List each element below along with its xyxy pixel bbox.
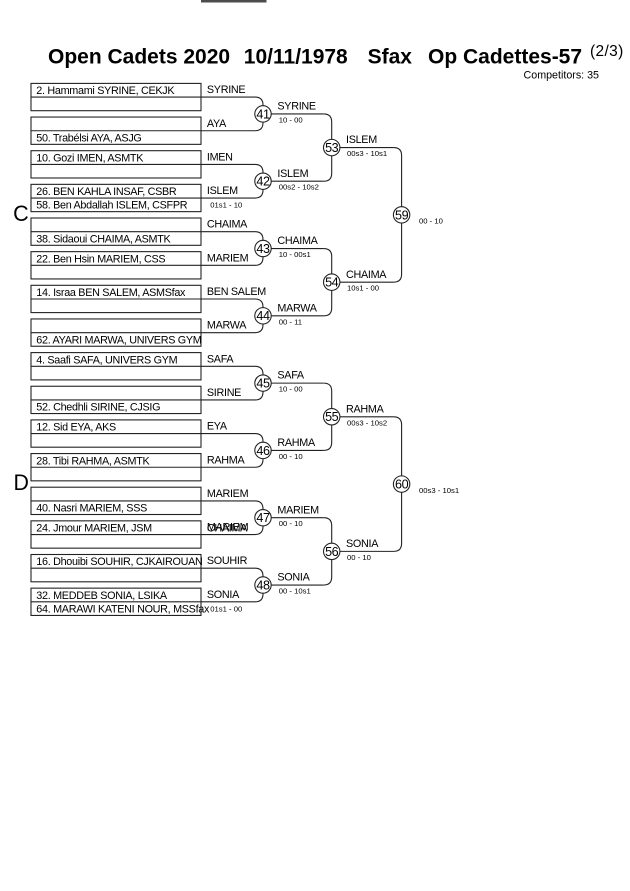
svg-text:12. Sid EYA, AKS: 12. Sid EYA, AKS (36, 422, 116, 434)
svg-text:BEN SALEM: BEN SALEM (207, 286, 266, 298)
svg-text:56: 56 (325, 545, 339, 559)
svg-text:22. Ben Hsin MARIEM, CSS: 22. Ben Hsin MARIEM, CSS (36, 253, 165, 265)
svg-text:01s1 - 10: 01s1 - 10 (210, 201, 242, 210)
svg-text:60: 60 (395, 477, 409, 491)
svg-text:10 - 00: 10 - 00 (279, 115, 303, 124)
svg-text:C: C (13, 201, 29, 226)
svg-text:MARIEM: MARIEM (277, 504, 319, 516)
svg-text:2. Hammami SYRINE, CEKJK: 2. Hammami SYRINE, CEKJK (36, 85, 175, 97)
svg-text:40. Nasri MARIEM, SSS: 40. Nasri MARIEM, SSS (36, 503, 147, 515)
svg-text:28. Tibi RAHMA, ASMTK: 28. Tibi RAHMA, ASMTK (36, 455, 150, 467)
svg-text:53: 53 (325, 141, 339, 155)
svg-text:10/11/1978: 10/11/1978 (244, 45, 348, 68)
svg-text:59: 59 (395, 208, 409, 222)
svg-text:RAHMA: RAHMA (346, 403, 385, 415)
svg-text:42: 42 (256, 175, 270, 189)
svg-text:44: 44 (256, 309, 270, 323)
svg-text:00s3 - 10s2: 00s3 - 10s2 (347, 418, 387, 427)
svg-text:Op Cadettes-57: Op Cadettes-57 (428, 45, 582, 68)
svg-text:38. Sidaoui CHAIMA, ASMTK: 38. Sidaoui CHAIMA, ASMTK (36, 233, 171, 245)
svg-text:10. Gozi IMEN, ASMTK: 10. Gozi IMEN, ASMTK (36, 152, 144, 164)
svg-text:16. Dhouibi SOUHIR, CJKAIROUAN: 16. Dhouibi SOUHIR, CJKAIROUAN (36, 556, 202, 568)
svg-text:EYA: EYA (207, 421, 228, 433)
svg-text:00s2 - 10s2: 00s2 - 10s2 (279, 183, 319, 192)
svg-text:47: 47 (256, 511, 270, 525)
svg-text:26. BEN KAHLA INSAF, CSBR: 26. BEN KAHLA INSAF, CSBR (36, 186, 177, 198)
svg-text:SONIA: SONIA (346, 538, 379, 550)
svg-text:AYA: AYA (207, 118, 227, 130)
svg-text:ISLEM: ISLEM (207, 185, 238, 197)
svg-text:00 - 10: 00 - 10 (279, 519, 303, 528)
svg-text:(2/3): (2/3) (590, 43, 624, 60)
svg-text:14. Israa BEN SALEM, ASMSfax: 14. Israa BEN SALEM, ASMSfax (36, 287, 186, 299)
svg-text:CHAIMA: CHAIMA (346, 269, 387, 281)
svg-text:SOUHIR: SOUHIR (207, 555, 248, 567)
svg-text:SAFA: SAFA (207, 353, 235, 365)
svg-text:00s3 - 10s1: 00s3 - 10s1 (419, 486, 459, 495)
svg-text:ISLEM: ISLEM (277, 168, 308, 180)
svg-text:CHAIMA: CHAIMA (277, 235, 318, 247)
svg-text:54: 54 (325, 276, 339, 290)
svg-text:Competitors: 35: Competitors: 35 (524, 69, 599, 81)
svg-text:SIRINE: SIRINE (207, 387, 241, 399)
svg-text:MARWA: MARWA (207, 320, 247, 332)
svg-text:10s1 - 00: 10s1 - 00 (347, 284, 379, 293)
svg-text:41: 41 (256, 107, 270, 121)
svg-text:MARIEM: MARIEM (207, 522, 249, 534)
svg-text:00 - 11: 00 - 11 (279, 317, 302, 326)
svg-text:MARIEM: MARIEM (207, 488, 249, 500)
svg-text:45: 45 (256, 377, 270, 391)
svg-text:00 - 10s1: 00 - 10s1 (279, 587, 311, 596)
svg-text:SONIA: SONIA (277, 572, 310, 584)
svg-text:62. AYARI MARWA, UNIVERS GYM: 62. AYARI MARWA, UNIVERS GYM (36, 334, 201, 346)
svg-text:50. Trabélsi AYA, ASJG: 50. Trabélsi AYA, ASJG (36, 132, 141, 144)
svg-text:CHAIMA: CHAIMA (207, 523, 248, 535)
svg-text:SONIA: SONIA (207, 589, 240, 601)
svg-text:01s1 - 00: 01s1 - 00 (210, 604, 242, 613)
svg-text:00 - 10: 00 - 10 (279, 452, 303, 461)
svg-text:58. Ben Abdallah ISLEM, CSFPR: 58. Ben Abdallah ISLEM, CSFPR (36, 200, 187, 212)
svg-text:32. MEDDEB SONIA, LSIKA: 32. MEDDEB SONIA, LSIKA (36, 590, 168, 602)
svg-text:D: D (14, 470, 29, 495)
svg-text:ISLEM: ISLEM (346, 134, 377, 146)
svg-text:RAHMA: RAHMA (207, 454, 246, 466)
svg-text:48: 48 (256, 578, 270, 592)
svg-text:Sfax: Sfax (368, 45, 413, 68)
svg-text:Open Cadets 2020: Open Cadets 2020 (48, 45, 230, 68)
svg-text:64. MARAWI KATENI NOUR, MSSfax: 64. MARAWI KATENI NOUR, MSSfax (36, 603, 210, 615)
svg-text:SAFA: SAFA (277, 370, 305, 382)
svg-text:00 - 10: 00 - 10 (419, 217, 443, 226)
svg-text:10 - 00s1: 10 - 00s1 (279, 250, 311, 259)
svg-text:IMEN: IMEN (207, 151, 233, 163)
svg-text:24. Jmour MARIEM, JSM: 24. Jmour MARIEM, JSM (36, 523, 152, 535)
svg-text:46: 46 (256, 444, 270, 458)
svg-text:10 - 00: 10 - 00 (279, 385, 303, 394)
svg-text:52. Chedhli SIRINE, CJSIG: 52. Chedhli SIRINE, CJSIG (36, 402, 160, 414)
svg-text:43: 43 (256, 242, 270, 256)
svg-text:CHAIMA: CHAIMA (207, 219, 248, 231)
svg-text:4. Saafi SAFA, UNIVERS GYM: 4. Saafi SAFA, UNIVERS GYM (36, 354, 177, 366)
svg-text:SYRINE: SYRINE (207, 84, 245, 96)
svg-text:00s3 - 10s1: 00s3 - 10s1 (347, 149, 387, 158)
svg-text:00 - 10: 00 - 10 (347, 553, 371, 562)
svg-text:55: 55 (325, 410, 339, 424)
svg-text:MARWA: MARWA (277, 302, 317, 314)
svg-text:MARIEM: MARIEM (207, 252, 249, 264)
svg-text:SYRINE: SYRINE (277, 101, 315, 113)
svg-text:RAHMA: RAHMA (277, 437, 316, 449)
